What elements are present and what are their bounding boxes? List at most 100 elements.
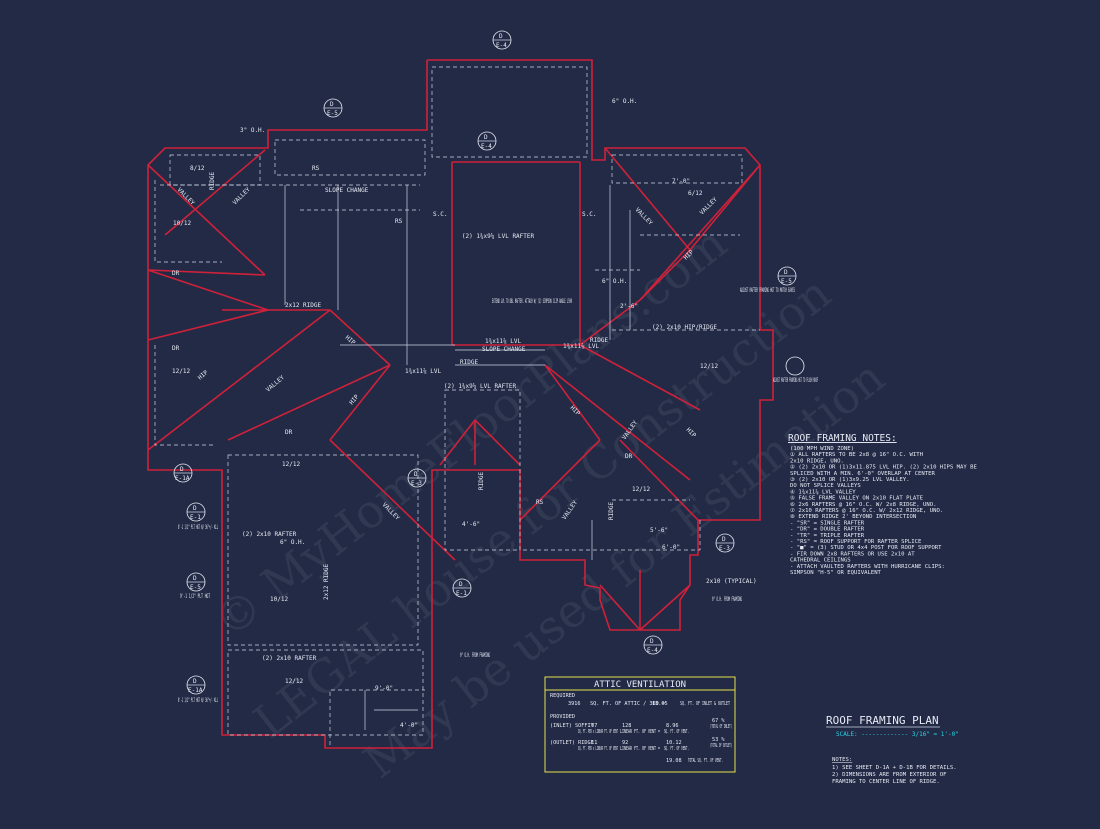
attic-title: ATTIC VENTILATION [594, 680, 686, 690]
required-sqft: 3916 [568, 701, 581, 707]
bottom-note-item: FRAMING TO CENTER LINE OF RIDGE. [832, 779, 940, 785]
framing-note-item: - FIR DOWN 2x8 RAFTERS OR USE 2x10 AT [790, 551, 915, 557]
framing-note-item: DO NOT SPLICE VALLEYS [790, 483, 861, 489]
roof-outline [147, 59, 774, 749]
overhang-label: 6" O.H. [612, 98, 637, 105]
rs-label: RS [395, 218, 403, 225]
required-text: SQ. FT. OF ATTIC / 300 = [590, 701, 665, 707]
dr-label: DR [172, 345, 180, 352]
ridge-label: RIDGE [590, 337, 608, 344]
bubble-top: D [722, 536, 726, 543]
bubble-bottom: E-5 [327, 110, 338, 117]
ridge-label: RIDGE [460, 359, 478, 366]
grand-total: 19.08 [666, 758, 682, 764]
framing-note-item: (100 MPH WIND ZONE) [790, 446, 854, 452]
outlet-rate: .11 [588, 740, 597, 746]
pitch-label: 12/12 [285, 678, 303, 685]
inlet-rate: .07 [588, 723, 597, 729]
plan-scale: SCALE: ------------- 3/16" = 1'-0" [836, 731, 959, 738]
inlet-total-text: SQ. FT. OF VENT. [664, 729, 689, 735]
extend-lvl-label: EXTEND LVL TO DBL RAFTER. ATTACH W/ (2) … [492, 298, 572, 305]
overhang-label: 0" O.H. FROM FRAMING [712, 596, 742, 603]
valley-label: VALLEY [176, 186, 197, 207]
plate-height-label: 8'-1 1/2" PLT HGT W/ 36"+/- KLL [178, 524, 218, 531]
ridge-label: 2x12 RIDGE [323, 563, 330, 600]
framing-note-item: ⑤ FALSE FRAME VALLEY ON 2x10 FLAT PLATE [790, 495, 924, 502]
inlet-total: 8.96 [666, 723, 679, 729]
inlet-rate-text: SQ. FT. PER x LINEAR FT. OF VENT [578, 729, 618, 735]
typical-label: 2x10 (TYPICAL) [706, 578, 757, 585]
bubble-bottom: E-1A [175, 475, 190, 482]
outlet-label: (OUTLET) RIDGE [550, 740, 594, 746]
pitch-label: 10/12 [270, 596, 288, 603]
framing-note-item: - "DR" = DOUBLE RAFTER [790, 527, 865, 533]
dimension-label: 7'-0" [672, 178, 690, 185]
bubble-bottom: E-1 [190, 514, 201, 521]
bubble-top: D [650, 638, 654, 645]
dimension-label: 5'-6" [650, 527, 668, 534]
dimension-label: 2'-6" [620, 303, 638, 310]
overhang-label: 0" O.H. FROM FRAMING [460, 652, 490, 659]
dimension-label: 4'-0" [400, 722, 418, 729]
bubble-bottom: E-5 [781, 278, 792, 285]
pitch-label: 10/12 [173, 220, 191, 227]
outlet-rate-text: SQ. FT. PER x LINEAR FT. OF VENT [578, 746, 618, 752]
notes-title: ROOF FRAMING NOTES: [788, 433, 897, 444]
ridge-label: 2x12 RIDGE [285, 302, 322, 309]
inlet-length-text: LINEAR FT. OF VENT = [620, 729, 660, 735]
plan-title-block: ROOF FRAMING PLAN SCALE: ------------- 3… [826, 714, 959, 738]
framing-note-item: - "TR" = TRIPLE RAFTER [790, 533, 865, 539]
rs-label: RS [312, 165, 320, 172]
valley-label: VALLEY [231, 186, 252, 207]
framing-note-item: - "■" = (3) STUD OR 4x4 POST FOR ROOF SU… [790, 545, 942, 551]
bubble-bottom: E-4 [647, 647, 658, 654]
hip-label: HIP [685, 426, 698, 439]
bubble-top: D [484, 134, 488, 141]
valley-label: VALLEY [265, 374, 286, 394]
detail-bubble: D E-1A [173, 463, 193, 483]
slope-change-label: SLOPE CHANGE [325, 187, 369, 194]
bubble-top: D [459, 581, 463, 588]
detail-bubble: D E-5 [777, 266, 797, 286]
lvl-label: 1¾x11⅞ LVL [405, 368, 442, 375]
valley-label: VALLEY [634, 206, 655, 227]
rafter-label: (2) 2x10 RAFTER [262, 655, 317, 662]
bubble-bottom: E-1A [188, 687, 203, 694]
overhang-label: 3" O.H. [240, 127, 265, 134]
detail-bubble: DE-4 [492, 30, 512, 50]
dr-label: DR [172, 270, 180, 277]
outlet-total: 10.12 [666, 740, 682, 746]
bottom-note-item: 1) SEE SHEET D-1A + D-1B FOR DETAILS. [832, 765, 957, 771]
required-unit: SQ. FT. OF INLET & OUTLET [680, 701, 730, 707]
bubble-top: D [193, 678, 197, 685]
dimension-label: 9'-0" [375, 685, 393, 692]
bubble-top: D [193, 575, 197, 582]
pitch-label: 12/12 [282, 461, 300, 468]
valley-label: VALLEY [698, 196, 719, 217]
inlet-label: (INLET) SOFFIT [550, 723, 594, 729]
lvl-label: 1¾x11⅞ LVL [563, 343, 600, 350]
detail-bubbles: DE-4 DE-5 DE-1A DE-5 DE-1A DE-1 DE-4 DE-… [173, 30, 805, 695]
bottom-notes: NOTES: 1) SEE SHEET D-1A + D-1B FOR DETA… [832, 757, 957, 785]
framing-note-item: - "RS" = ROOF SUPPORT FOR RAFTER SPLICE [790, 539, 922, 545]
bubble-top: D [784, 269, 788, 276]
framing-note-item: ⑧ EXTEND RIDGE 2' BEYOND INTERSECTION [790, 513, 916, 520]
attic-ventilation-table: ATTIC VENTILATION REQUIRED 3916 SQ. FT. … [544, 676, 736, 773]
pitch-label: 12/12 [172, 368, 190, 375]
detail-bubble: DE-3 [407, 468, 427, 488]
outlet-percent: 53 % [712, 737, 725, 743]
dimension-label: 6'-0" [662, 544, 680, 551]
framing-dashed [154, 66, 760, 745]
bubble-bottom: E-1 [456, 590, 467, 597]
sc-label: S.C. [582, 211, 596, 218]
framing-note-item: ③ (2) 2x10 OR (1)3x9.25 LVL VALLEY. [790, 476, 910, 483]
detail-bubble: DE-5 [323, 98, 343, 118]
framing-lines [284, 185, 631, 730]
bubble-top: D [180, 466, 184, 473]
detail-bubble: D E-1A [186, 675, 206, 695]
framing-notes: ROOF FRAMING NOTES: (100 MPH WIND ZONE)①… [788, 433, 978, 576]
pitch-label: 8/12 [190, 165, 205, 172]
adjust-note: ADJUST RAFTER FRAMING HGT TO MATCH EAVES [740, 287, 795, 294]
bubble-bottom: E-3 [411, 480, 422, 487]
detail-bubble: D E-1 [452, 578, 472, 598]
